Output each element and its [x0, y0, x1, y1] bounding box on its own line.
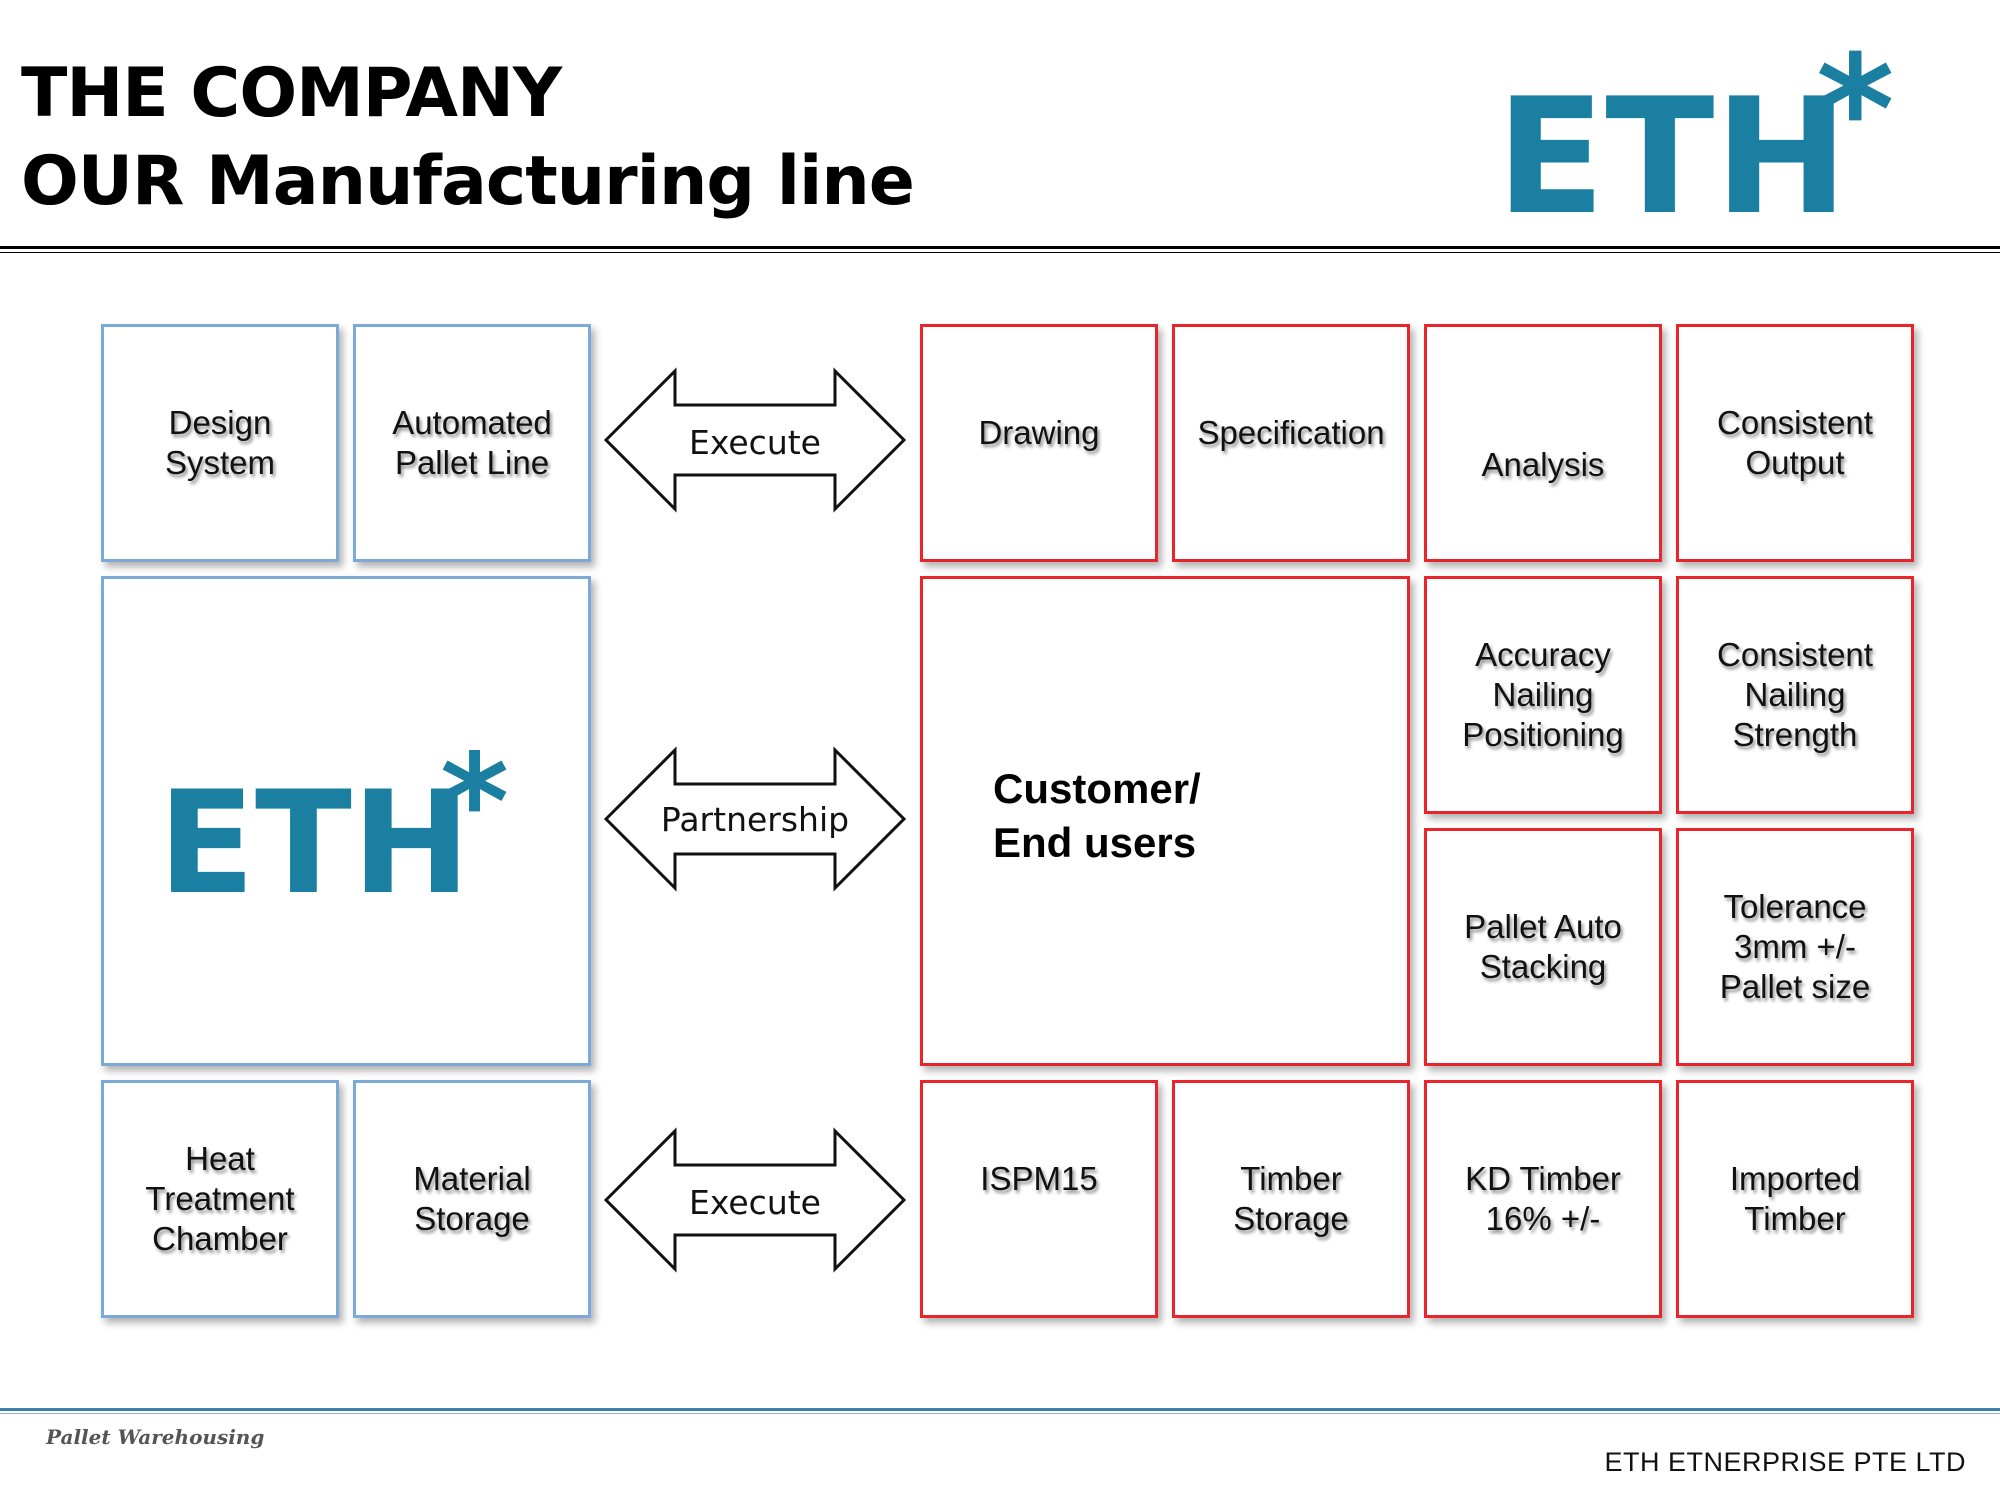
arrow-label: Partnership	[661, 800, 849, 839]
box-analysis: Analysis	[1424, 324, 1662, 562]
arrow-execute-top: Execute	[603, 367, 907, 513]
page-title-line2: OUR Manufacturing line	[21, 142, 915, 221]
box-kd-timber: KD Timber 16% +/-	[1424, 1080, 1662, 1318]
header-divider-thin	[0, 252, 2000, 253]
eth-logo-large: ETH *	[158, 736, 509, 906]
box-ispm15: ISPM15	[920, 1080, 1158, 1318]
box-label: Tolerance 3mm +/- Pallet size	[1719, 888, 1871, 1005]
box-drawing: Drawing	[920, 324, 1158, 562]
box-specification: Specification	[1172, 324, 1410, 562]
box-customer	[920, 576, 1410, 1066]
box-label: Imported Timber	[1729, 1160, 1861, 1237]
arrow-label: Execute	[689, 423, 821, 462]
double-arrow-shape	[603, 367, 907, 513]
footer-company-name: ETH ETNERPRISE PTE LTD	[1604, 1447, 1966, 1477]
double-arrow-shape	[603, 1127, 907, 1273]
box-label: ISPM15	[980, 1160, 1098, 1197]
eth-logo-star: *	[1816, 40, 1894, 198]
eth-logo: ETH *	[1496, 40, 1894, 220]
box-label: Consistent Output	[1717, 404, 1873, 481]
box-design-system: Design System	[101, 324, 339, 562]
box-consistent-output: Consistent Output	[1676, 324, 1914, 562]
box-imported-timber: Imported Timber	[1676, 1080, 1914, 1318]
box-label: Analysis	[1481, 446, 1605, 483]
box-label: Material Storage	[413, 1160, 531, 1237]
box-timber-storage: Timber Storage	[1172, 1080, 1410, 1318]
customer-end-users-label: Customer/ End users	[993, 765, 1201, 866]
box-label: Timber Storage	[1233, 1160, 1349, 1237]
double-arrow-shape	[603, 746, 907, 892]
box-material-storage: Material Storage	[353, 1080, 591, 1318]
arrow-label: Execute	[689, 1183, 821, 1222]
footer-divider-thin	[0, 1413, 2000, 1414]
page-title-line1: THE COMPANY	[21, 54, 562, 133]
box-consistent-nailing-strength: Consistent Nailing Strength	[1676, 576, 1914, 814]
box-accuracy-nailing-positioning: Accuracy Nailing Positioning	[1424, 576, 1662, 814]
eth-logo-text: ETH	[1496, 63, 1848, 220]
box-label: Pallet Auto Stacking	[1464, 908, 1622, 985]
box-pallet-auto-stacking: Pallet Auto Stacking	[1424, 828, 1662, 1066]
box-label: KD Timber 16% +/-	[1465, 1160, 1621, 1237]
box-label: Design System	[164, 404, 276, 481]
box-label: Specification	[1197, 414, 1385, 451]
box-label: Drawing	[978, 414, 1100, 451]
box-label: Accuracy Nailing Positioning	[1462, 636, 1624, 753]
box-eth-logo: ETH *	[101, 576, 591, 1066]
eth-logo-large-text: ETH	[158, 761, 471, 906]
box-tolerance: Tolerance 3mm +/- Pallet size	[1676, 828, 1914, 1066]
footer-left-text: Pallet Warehousing	[46, 1425, 265, 1449]
box-heat-treatment-chamber: Heat Treatment Chamber	[101, 1080, 339, 1318]
arrow-execute-bottom: Execute	[603, 1127, 907, 1273]
eth-logo-large-star: *	[440, 736, 509, 880]
box-automated-pallet-line: Automated Pallet Line	[353, 324, 591, 562]
arrow-partnership: Partnership	[603, 746, 907, 892]
box-label: Consistent Nailing Strength	[1717, 636, 1873, 753]
box-label: Heat Treatment Chamber	[145, 1140, 295, 1257]
footer-divider	[0, 1408, 2000, 1411]
box-label: Automated Pallet Line	[392, 404, 552, 481]
header-divider	[0, 246, 2000, 249]
